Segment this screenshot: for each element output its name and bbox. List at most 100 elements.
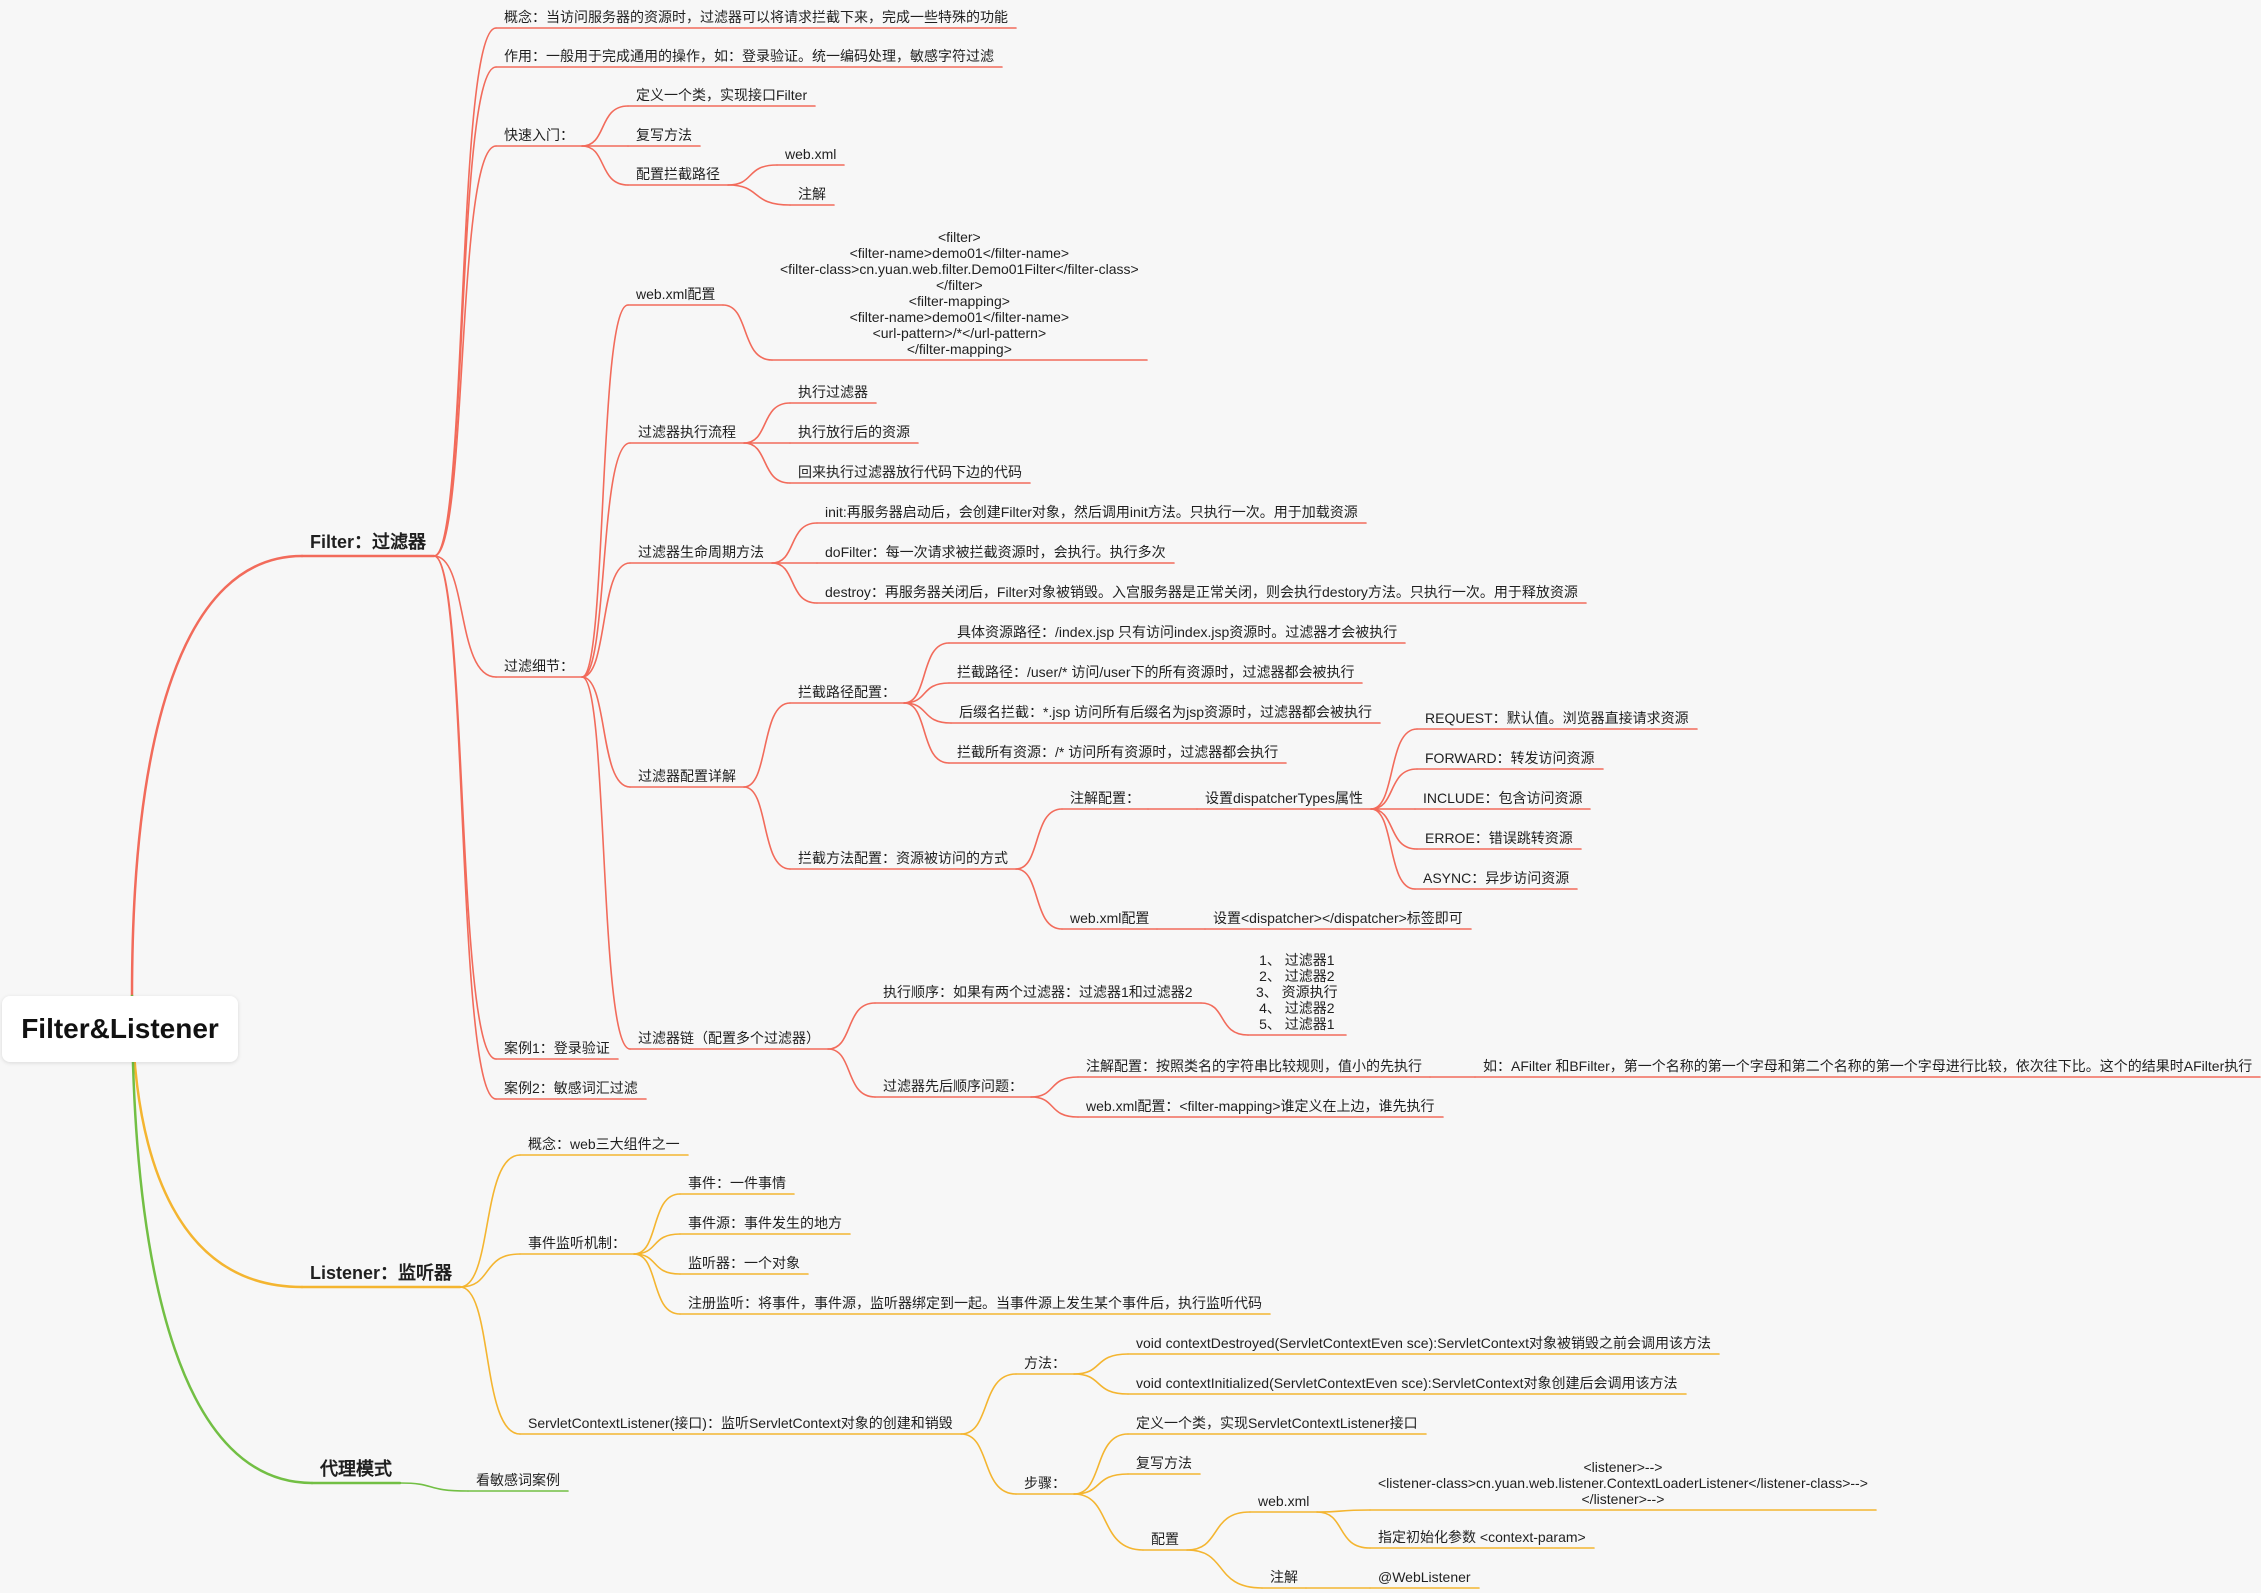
topic-steps[interactable]: 步骤： <box>1024 1475 1066 1491</box>
topic-step-config[interactable]: 配置 <box>1151 1531 1179 1547</box>
topic-dispatcher-tag[interactable]: 设置<dispatcher></dispatcher>标签即可 <box>1213 910 1463 926</box>
topic-webxml[interactable]: web.xml <box>785 146 837 162</box>
connector-line <box>1200 1002 1249 1036</box>
branch-topic-proxy[interactable]: 代理模式 <box>320 1459 392 1479</box>
root-topic[interactable]: Filter&Listener <box>2 996 238 1062</box>
topic-concept[interactable]: 概念：当访问服务器的资源时，过滤器可以将请求拦截下来，完成一些特殊的功能 <box>504 9 1008 25</box>
connector-line <box>399 1482 469 1492</box>
topic-event-source[interactable]: 事件源：事件发生的地方 <box>688 1215 842 1231</box>
topic-step-override[interactable]: 复写方法 <box>1136 1455 1192 1471</box>
topic-annotation[interactable]: 注解 <box>798 186 826 202</box>
connector-line <box>581 304 629 678</box>
topic-dt-async[interactable]: ASYNC：异步访问资源 <box>1423 870 1570 886</box>
topic-path-2[interactable]: 拦截路径：/user/* 访问/user下的所有资源时，过滤器都会被执行 <box>957 664 1355 680</box>
topic-quickstart[interactable]: 快速入门： <box>504 127 574 143</box>
connector-line <box>1073 1373 1129 1395</box>
connector-line <box>722 304 773 361</box>
connector-line <box>581 676 631 1050</box>
topic-flow-2[interactable]: 执行放行后的资源 <box>798 424 910 440</box>
topic-path-1[interactable]: 具体资源路径：/index.jsp 只有访问index.jsp资源时。过滤器才会… <box>957 624 1398 640</box>
topic-weblistener[interactable]: @WebListener <box>1378 1569 1471 1585</box>
topic-cfg-anno[interactable]: 注解 <box>1270 1569 1298 1585</box>
topic-destroy[interactable]: destroy：再服务器关闭后，Filter对象被销毁。入宫服务器是正常关闭，则… <box>825 584 1578 600</box>
topic-mechanism[interactable]: 事件监听机制： <box>528 1235 626 1251</box>
topic-path-4[interactable]: 拦截所有资源：/* 访问所有资源时，过滤器都会执行 <box>957 744 1279 760</box>
topic-dt-forward[interactable]: FORWARD：转发访问资源 <box>1425 750 1595 766</box>
topic-define[interactable]: 定义一个类，实现接口Filter <box>636 87 808 103</box>
topic-lifecycle[interactable]: 过滤器生命周期方法 <box>638 544 764 560</box>
topic-config-detail[interactable]: 过滤器配置详解 <box>638 768 736 784</box>
connector-line <box>433 66 497 557</box>
topic-config-path[interactable]: 配置拦截路径 <box>636 166 720 182</box>
connector-line <box>1030 1076 1079 1098</box>
connector-line <box>1015 868 1063 930</box>
topic-sequence[interactable]: 过滤器先后顺序问题： <box>883 1078 1023 1094</box>
topic-listener-obj[interactable]: 监听器：一个对象 <box>688 1255 800 1271</box>
connector-line <box>903 702 950 764</box>
connector-line <box>130 994 304 1289</box>
connector-line <box>743 786 791 870</box>
topic-case2[interactable]: 案例2：敏感词汇过滤 <box>504 1080 638 1096</box>
connector-line <box>1186 1549 1263 1589</box>
topic-seq-anno[interactable]: 注解配置：按照类名的字符串比较规则，值小的先执行 <box>1086 1058 1422 1074</box>
topic-flow-3[interactable]: 回来执行过滤器放行代码下边的代码 <box>798 464 1022 480</box>
connector-line <box>827 1048 876 1098</box>
topic-event[interactable]: 事件：一件事情 <box>688 1175 786 1191</box>
topic-flow-1[interactable]: 执行过滤器 <box>798 384 868 400</box>
connector-line <box>960 1433 1017 1495</box>
topic-case1[interactable]: 案例1：登录验证 <box>504 1040 610 1056</box>
branch-topic-filter[interactable]: Filter：过滤器 <box>310 532 427 552</box>
topic-scl[interactable]: ServletContextListener(接口)：监听ServletCont… <box>528 1415 953 1431</box>
topic-cfg-webxml[interactable]: web.xml <box>1258 1493 1310 1509</box>
connector-line <box>1370 808 1416 890</box>
topic-context-param[interactable]: 指定初始化参数 <context-param> <box>1378 1529 1586 1545</box>
connector-line <box>1370 808 1418 850</box>
topic-path-3[interactable]: 后缀名拦截：*.jsp 访问所有后缀名为jsp资源时，过滤器都会被执行 <box>959 704 1373 720</box>
topic-initialized[interactable]: void contextInitialized(ServletContextEv… <box>1136 1375 1678 1391</box>
connector-line <box>633 1193 681 1255</box>
topic-anno-config[interactable]: 注解配置： <box>1070 790 1140 806</box>
connector-line <box>581 676 631 788</box>
topic-chain[interactable]: 过滤器链（配置多个过滤器） <box>638 1030 820 1046</box>
connector-line <box>581 562 631 678</box>
topic-path-config[interactable]: 拦截路径配置： <box>798 684 896 700</box>
topic-init[interactable]: init:再服务器启动后，会创建Filter对象，然后调用init方法。只执行一… <box>825 504 1358 520</box>
connector-line <box>727 184 791 206</box>
connector-line <box>1370 728 1418 810</box>
connector-line <box>1015 808 1063 870</box>
topic-purpose[interactable]: 作用：一般用于完成通用的操作，如：登录验证。统一编码处理，敏感字符过滤 <box>504 48 994 64</box>
topic-destroyed[interactable]: void contextDestroyed(ServletContextEven… <box>1136 1335 1711 1351</box>
connector-line <box>459 1154 521 1288</box>
topic-override[interactable]: 复写方法 <box>636 127 692 143</box>
topic-register[interactable]: 注册监听：将事件，事件源，监听器绑定到一起。当事件源上发生某个事件后，执行监听代… <box>688 1295 1262 1311</box>
topic-seq-example[interactable]: 如：AFilter 和BFilter，第一个名称的第一个字母和第二个名称的第一个… <box>1483 1058 2253 1074</box>
topic-l-concept[interactable]: 概念：web三大组件之一 <box>528 1136 680 1152</box>
branch-topic-listener[interactable]: Listener：监听器 <box>310 1263 453 1283</box>
topic-order[interactable]: 执行顺序：如果有两个过滤器：过滤器1和过滤器2 <box>883 984 1193 1000</box>
topic-xml-config[interactable]: web.xml配置 <box>1070 910 1150 926</box>
topic-methods[interactable]: 方法： <box>1024 1355 1066 1371</box>
topic-dt-include[interactable]: INCLUDE：包含访问资源 <box>1423 790 1583 806</box>
topic-dt-request[interactable]: REQUEST：默认值。浏览器直接请求资源 <box>1425 710 1689 726</box>
connector-line <box>827 1002 876 1050</box>
connector-line <box>1186 1511 1251 1551</box>
topic-dispatcher-types[interactable]: 设置dispatcherTypes属性 <box>1205 790 1363 806</box>
topic-step-define[interactable]: 定义一个类，实现ServletContextListener接口 <box>1136 1415 1418 1431</box>
topic-seq-xml[interactable]: web.xml配置：<filter-mapping>谁定义在上边，谁先执行 <box>1086 1098 1435 1114</box>
topic-method-config[interactable]: 拦截方法配置：资源被访问的方式 <box>798 850 1008 866</box>
topic-order-list[interactable]: 1、 过滤器1 2、 过滤器2 3、 资源执行 4、 过滤器2 5、 过滤器1 <box>1256 952 1338 1032</box>
topic-webxml-config[interactable]: web.xml配置 <box>636 286 716 302</box>
topic-listener-xml[interactable]: <listener>--> <listener-class>cn.yuan.we… <box>1378 1459 1868 1507</box>
topic-see-case[interactable]: 看敏感词案例 <box>476 1472 560 1488</box>
connector-line <box>459 1286 521 1435</box>
topic-dofilter[interactable]: doFilter：每一次请求被拦截资源时，会执行。执行多次 <box>825 544 1166 560</box>
connector-line <box>581 442 631 678</box>
topic-dt-error[interactable]: ERROE：错误跳转资源 <box>1425 830 1573 846</box>
topic-details[interactable]: 过滤细节： <box>504 658 574 674</box>
connector-line <box>633 1233 681 1255</box>
topic-webxml-code[interactable]: <filter> <filter-name>demo01</filter-nam… <box>780 229 1139 357</box>
connector-line <box>581 145 629 186</box>
topic-flow[interactable]: 过滤器执行流程 <box>638 424 736 440</box>
connector-line <box>1030 1096 1079 1118</box>
connector-line <box>771 562 818 604</box>
